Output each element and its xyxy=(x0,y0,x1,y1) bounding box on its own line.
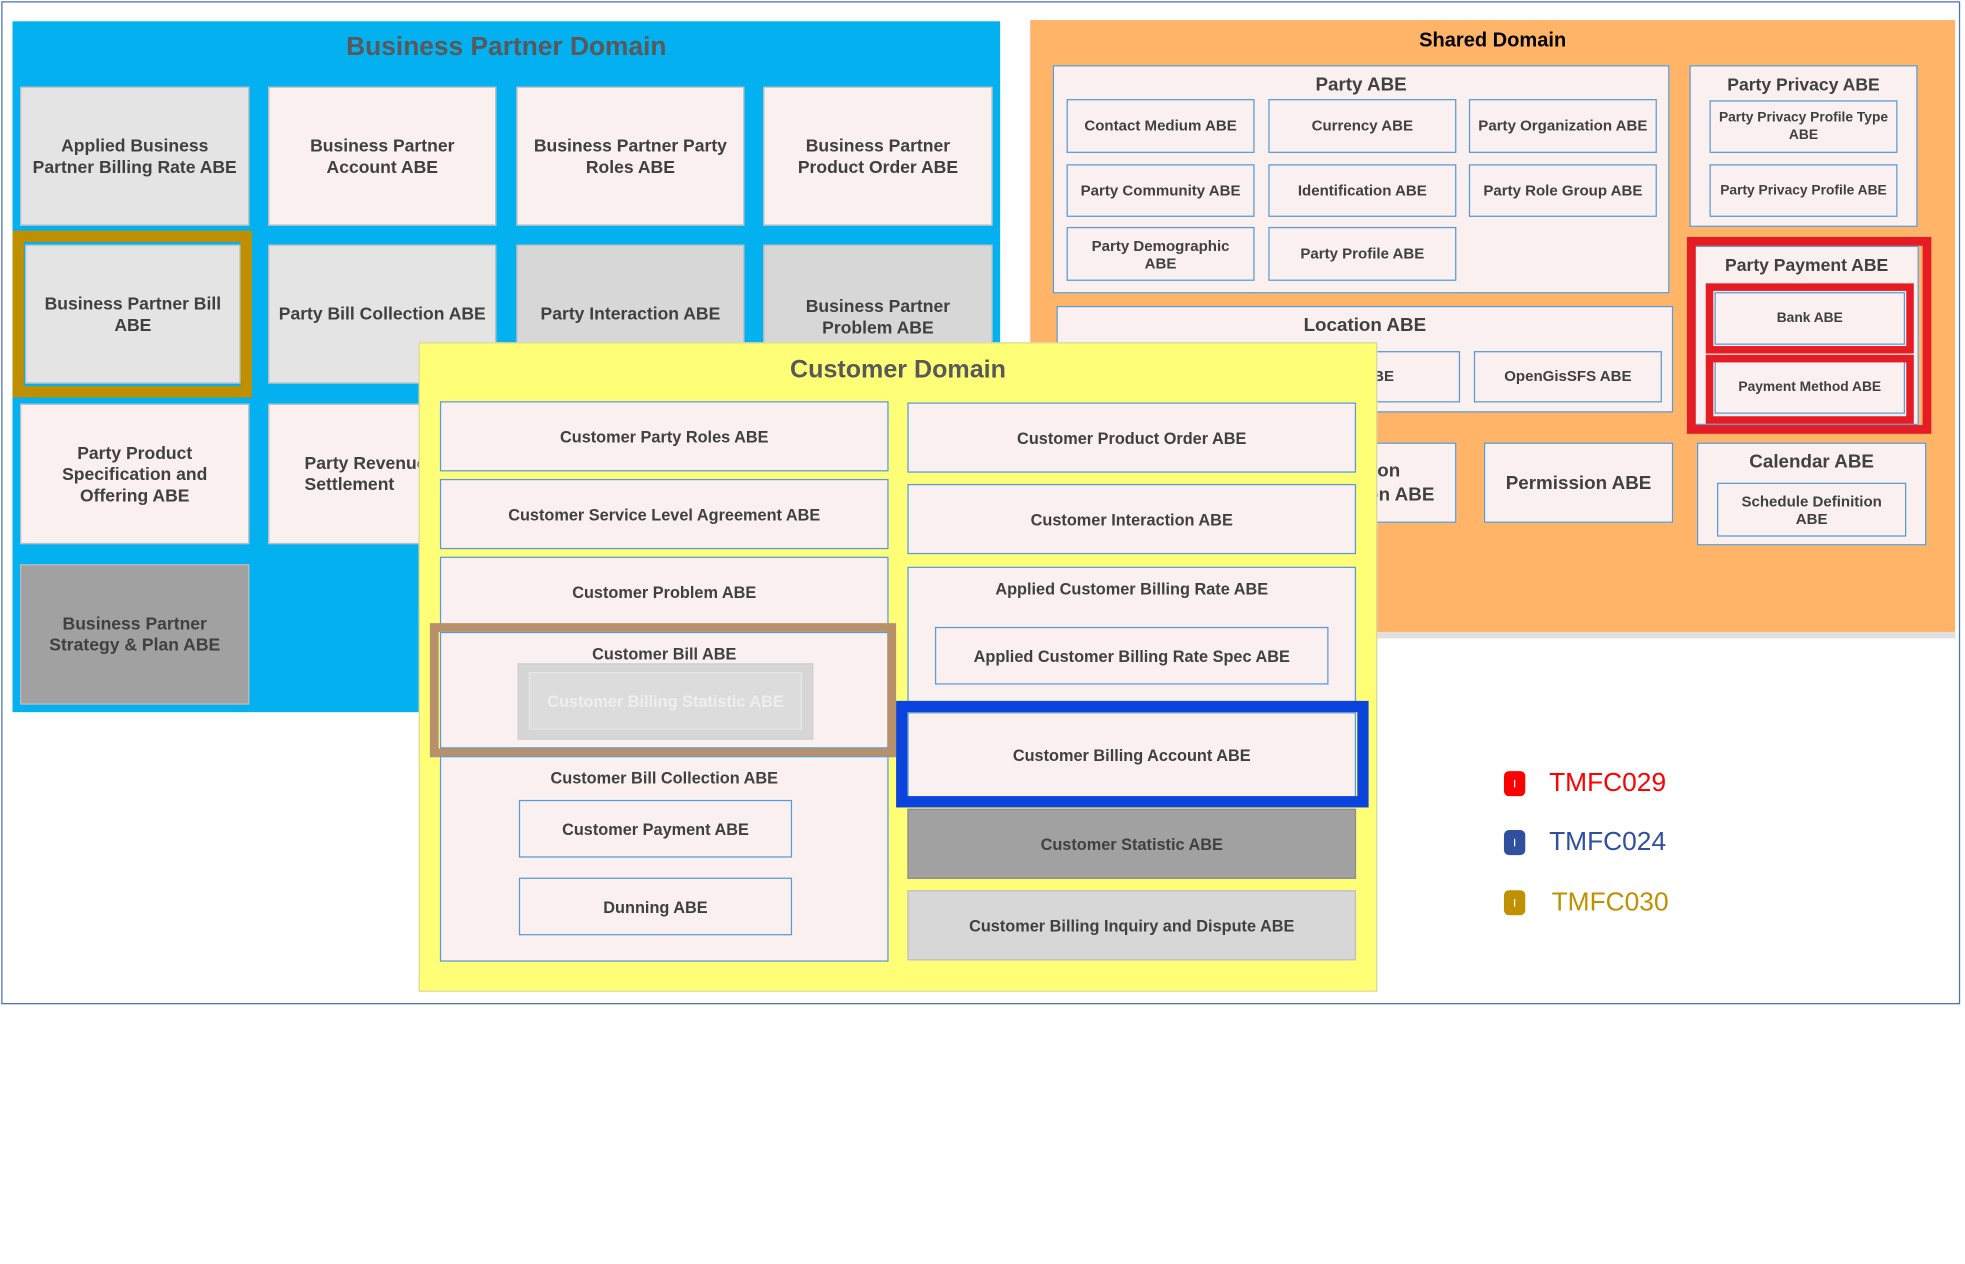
business-partner-product-order-box: Business Partner Product Order ABE xyxy=(763,86,993,226)
legend-item-tmfc024: TMFC024 xyxy=(1503,827,1667,858)
business-partner-strategy-plan-box: Business Partner Strategy & Plan ABE xyxy=(20,564,250,705)
applied-customer-billing-rate-spec-box: Applied Customer Billing Rate Spec ABE xyxy=(934,626,1329,685)
customer-bill-collection-title: Customer Bill Collection ABE xyxy=(550,768,779,788)
currency-box: Currency ABE xyxy=(1268,99,1457,153)
party-role-group-box: Party Role Group ABE xyxy=(1468,164,1657,217)
party-abe-title: Party ABE xyxy=(1315,73,1407,96)
business-partner-domain-title: Business Partner Domain xyxy=(346,32,667,62)
customer-product-order-box: Customer Product Order ABE xyxy=(907,402,1357,473)
customer-statistic-box: Customer Statistic ABE xyxy=(907,808,1357,879)
bank-box: Bank ABE xyxy=(1714,292,1906,345)
shared-domain-title: Shared Domain xyxy=(1419,30,1567,52)
applied-business-partner-billing-rate-box: Applied Business Partner Billing Rate AB… xyxy=(20,86,250,226)
customer-bill-title: Customer Bill ABE xyxy=(592,644,737,664)
schedule-definition-box: Schedule Definition ABE xyxy=(1717,482,1907,537)
party-privacy-profile-type-box: Party Privacy Profile Type ABE xyxy=(1709,100,1898,153)
party-interaction-label: Party Interaction ABE xyxy=(540,303,721,324)
legend-square-icon xyxy=(1503,890,1526,916)
customer-billing-account-box: Customer Billing Account ABE xyxy=(907,712,1357,798)
legend-label: TMFC024 xyxy=(1549,827,1667,857)
contact-medium-box: Contact Medium ABE xyxy=(1066,99,1255,153)
customer-billing-inquiry-dispute-box: Customer Billing Inquiry and Dispute ABE xyxy=(907,890,1357,961)
legend-item-tmfc029: TMFC029 xyxy=(1503,768,1667,799)
diagram-frame xyxy=(1,1,1961,1005)
customer-party-roles-box: Customer Party Roles ABE xyxy=(439,401,889,472)
customer-problem-box: Customer Problem ABE xyxy=(439,556,889,627)
customer-interaction-box: Customer Interaction ABE xyxy=(907,483,1357,555)
payment-method-box: Payment Method ABE xyxy=(1714,361,1906,414)
legend-square-icon xyxy=(1503,830,1526,856)
business-partner-party-roles-box: Business Partner Party Roles ABE xyxy=(516,86,745,226)
legend-label: TMFC029 xyxy=(1549,768,1667,798)
dunning-box: Dunning ABE xyxy=(518,877,793,936)
business-partner-account-box: Business Partner Account ABE xyxy=(268,86,497,226)
opengissfs-box: OpenGisSFS ABE xyxy=(1473,351,1662,403)
applied-customer-billing-rate-title: Applied Customer Billing Rate ABE xyxy=(995,579,1269,599)
legend-item-tmfc030: TMFC030 xyxy=(1503,887,1669,918)
customer-payment-box: Customer Payment ABE xyxy=(518,799,793,858)
customer-domain-title: Customer Domain xyxy=(790,356,1006,384)
party-privacy-profile-box: Party Privacy Profile ABE xyxy=(1709,164,1898,217)
calendar-title: Calendar ABE xyxy=(1749,451,1874,473)
customer-sla-box: Customer Service Level Agreement ABE xyxy=(439,478,889,550)
party-privacy-title: Party Privacy ABE xyxy=(1727,73,1880,95)
permission-box: Permission ABE xyxy=(1483,442,1674,523)
party-product-specification-box: Party Product Specification and Offering… xyxy=(20,403,250,545)
business-partner-bill-box: Business Partner Bill ABE xyxy=(25,244,241,384)
location-title: Location ABE xyxy=(1303,314,1427,337)
party-payment-title: Party Payment ABE xyxy=(1725,254,1889,275)
identification-box: Identification ABE xyxy=(1268,164,1457,217)
party-organization-box: Party Organization ABE xyxy=(1468,99,1657,153)
party-profile-box: Party Profile ABE xyxy=(1268,226,1457,281)
party-community-box: Party Community ABE xyxy=(1066,164,1255,217)
customer-billing-statistic-box: Customer Billing Statistic ABE xyxy=(528,672,803,730)
legend-label: TMFC030 xyxy=(1551,887,1669,917)
legend-square-icon xyxy=(1503,771,1526,797)
party-demographic-box: Party Demographic ABE xyxy=(1066,226,1255,281)
